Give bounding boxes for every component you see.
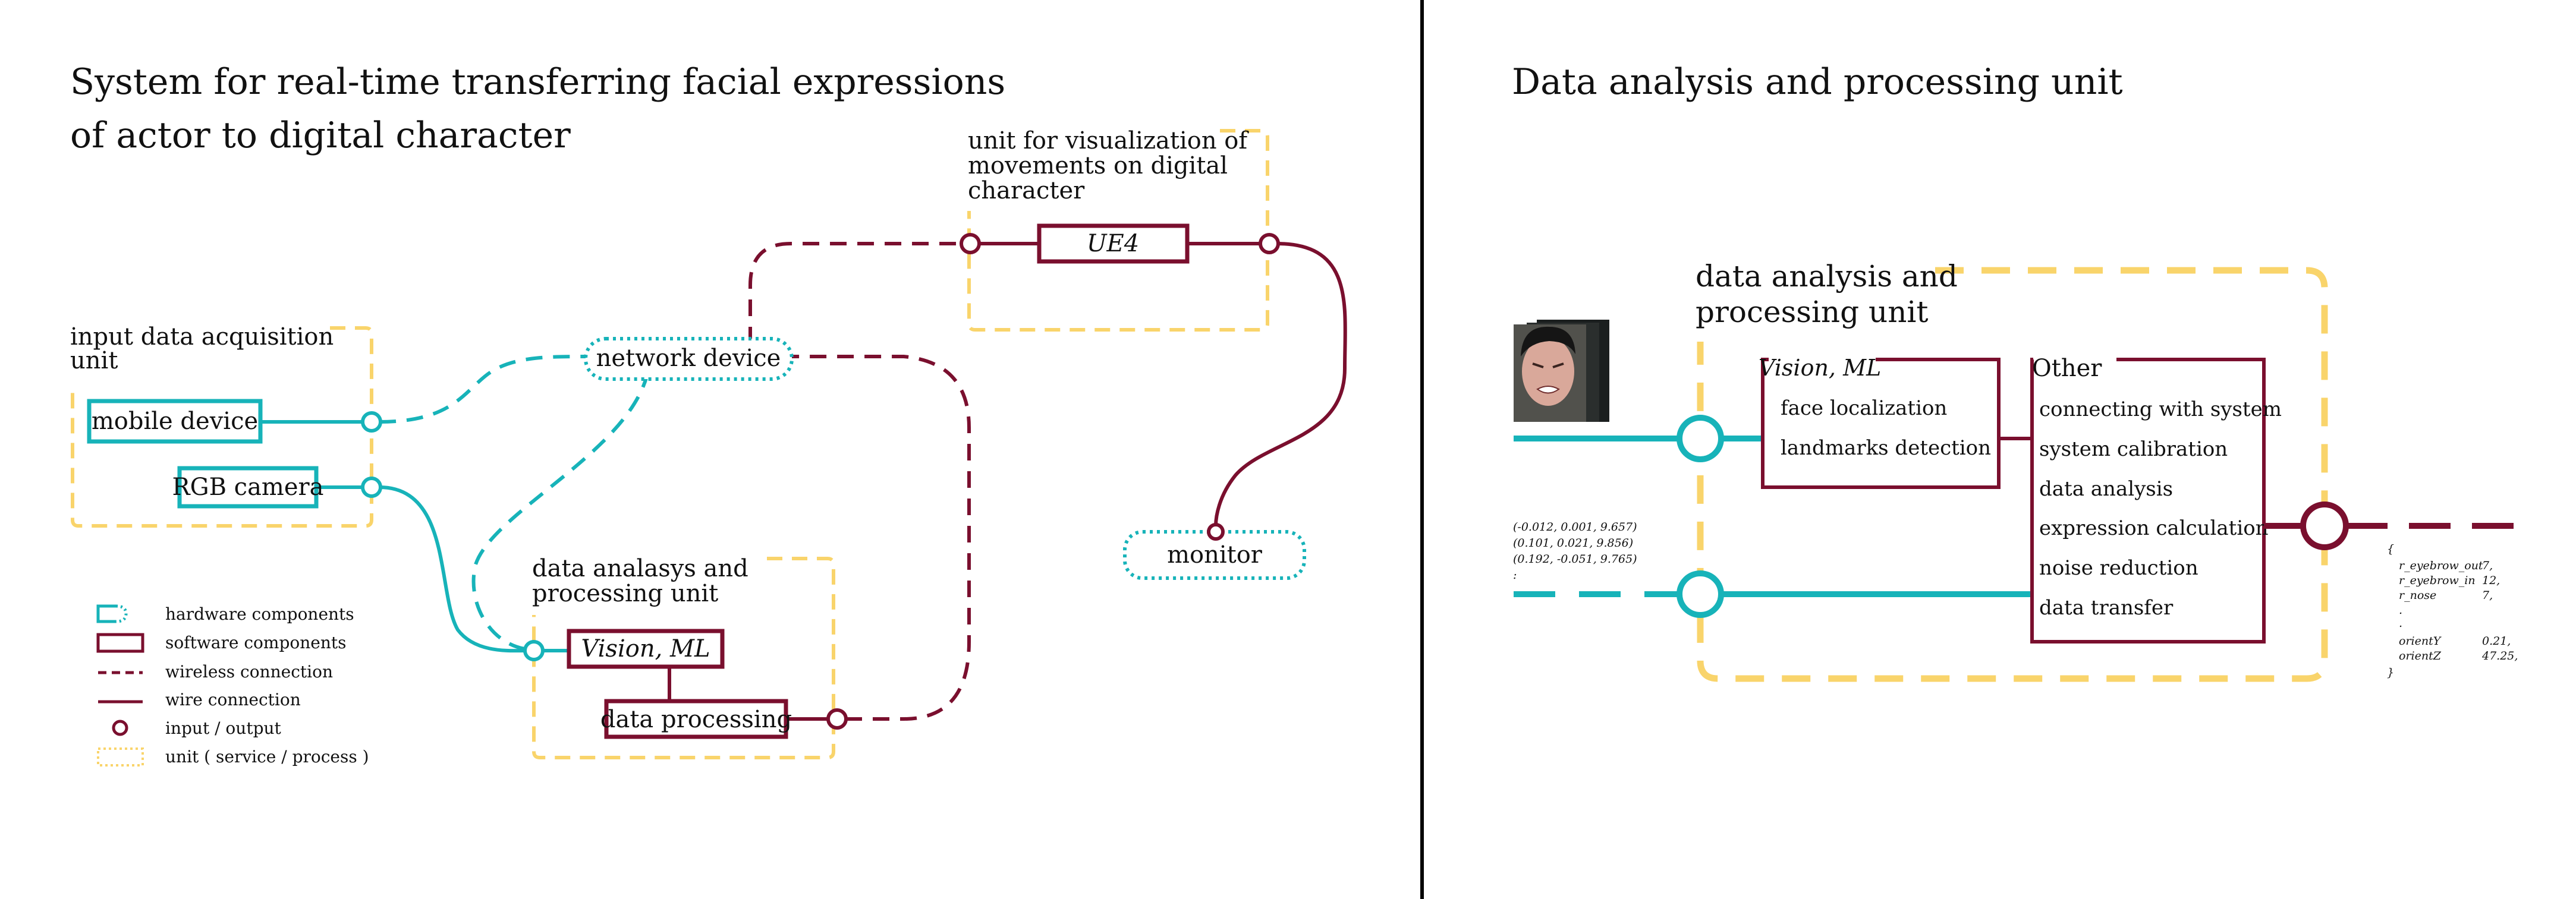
io-port-ue4-out bbox=[1259, 233, 1280, 254]
output-key: orientY bbox=[2399, 635, 2442, 648]
other-box bbox=[2030, 358, 2266, 644]
face-image bbox=[1514, 320, 1609, 422]
mobile-device-label: mobile device bbox=[92, 408, 258, 435]
dap-unit-boundary-right bbox=[1697, 267, 2328, 682]
output-key: r_nose bbox=[2399, 589, 2436, 602]
legend: hardware components software components … bbox=[96, 604, 369, 766]
output-value: 47.25, bbox=[2481, 649, 2518, 663]
monitor-label: monitor bbox=[1167, 541, 1263, 569]
vision-ml-box-right bbox=[1761, 358, 2001, 489]
rgb-camera-label: RGB camera bbox=[172, 474, 324, 501]
legend-unit-symbol bbox=[97, 747, 144, 766]
vis-unit-label-line2: movements on digital bbox=[968, 152, 1228, 179]
legend-software-symbol bbox=[96, 633, 144, 653]
input-data-row: (0.101, 0.021, 9.856) bbox=[1513, 537, 1633, 550]
legend-software-label: software components bbox=[165, 633, 347, 652]
dap-unit-right-label-line2: processing unit bbox=[1696, 295, 1929, 329]
io-port-sensor-input bbox=[1677, 570, 1724, 618]
legend-hardware-symbol-dotted bbox=[115, 604, 128, 623]
vis-unit-boundary bbox=[967, 129, 1269, 332]
input-data-row: (-0.012, 0.001, 9.657) bbox=[1513, 521, 1637, 534]
mobile-device-box bbox=[87, 399, 263, 444]
output-data-readout: { r_eyebrow_out 7, r_eyebrow_in 12, r_no… bbox=[2387, 542, 2518, 679]
other-item-data-transfer: data transfer bbox=[2039, 596, 2174, 620]
io-port-mobile bbox=[361, 411, 382, 433]
wire-camera-to-vision bbox=[379, 485, 525, 653]
input-data-row: (0.192, -0.051, 9.765) bbox=[1513, 553, 1637, 566]
legend-hardware-label: hardware components bbox=[165, 604, 354, 624]
rgb-camera-box bbox=[177, 466, 319, 509]
vis-unit-label-line3: character bbox=[968, 177, 1085, 204]
vision-ml-label-left: Vision, ML bbox=[581, 635, 710, 663]
io-port-ue4-in bbox=[960, 233, 981, 254]
output-value: 0.21, bbox=[2482, 635, 2511, 648]
output-value: 7, bbox=[2482, 559, 2493, 572]
dap-unit-label-line2: processing unit bbox=[532, 580, 718, 607]
other-item-connecting: connecting with system bbox=[2039, 398, 2282, 421]
wireless-network-to-vision bbox=[471, 371, 650, 651]
input-unit-label-line2: unit bbox=[70, 347, 118, 374]
input-data-row: : bbox=[1513, 569, 1517, 582]
output-key: r_eyebrow_in bbox=[2399, 574, 2476, 587]
dap-unit-boundary-left bbox=[532, 557, 835, 759]
output-close-brace: } bbox=[2387, 666, 2394, 679]
wireless-network-to-ue4 bbox=[748, 242, 963, 343]
ue4-box bbox=[1037, 223, 1190, 264]
io-port-camera bbox=[361, 477, 382, 498]
dap-unit-label-line1: data analasys and bbox=[532, 555, 748, 582]
output-open-brace: { bbox=[2387, 542, 2394, 556]
input-unit-label-line1: input data acquisition bbox=[70, 323, 334, 351]
vision-ml-right-title: Vision, ML bbox=[1759, 355, 1881, 381]
ue4-label: UE4 bbox=[1087, 230, 1139, 257]
network-device-box bbox=[584, 337, 794, 381]
io-port-image-input bbox=[1677, 415, 1724, 462]
other-item-expression-calculation: expression calculation bbox=[2039, 516, 2269, 540]
dap-unit-right-label-line1: data analysis and bbox=[1696, 259, 1958, 294]
legend-io-label: input / output bbox=[165, 718, 282, 738]
other-title: Other bbox=[2032, 355, 2102, 382]
io-port-processing-out bbox=[826, 708, 848, 730]
vis-unit-label-line1: unit for visualization of bbox=[968, 127, 1249, 154]
other-item-noise-reduction: noise reduction bbox=[2039, 556, 2198, 580]
output-value: 7, bbox=[2482, 589, 2493, 602]
right-title: Data analysis and processing unit bbox=[1512, 61, 2123, 103]
input-unit-boundary bbox=[71, 326, 373, 528]
wireless-mobile-to-network bbox=[379, 355, 586, 424]
legend-unit-label: unit ( service / process ) bbox=[165, 747, 369, 766]
left-title-line1: System for real-time transferring facial… bbox=[70, 61, 1005, 103]
output-key: . bbox=[2399, 617, 2402, 630]
output-key: . bbox=[2399, 604, 2402, 617]
input-data-readout: (-0.012, 0.001, 9.657) (0.101, 0.021, 9.… bbox=[1513, 521, 1637, 582]
network-device-label: network device bbox=[596, 345, 781, 372]
legend-hardware-symbol bbox=[96, 604, 116, 623]
io-port-vision-in bbox=[523, 640, 545, 661]
data-processing-box bbox=[604, 699, 788, 739]
output-value: 12, bbox=[2482, 574, 2500, 587]
legend-wire-label: wire connection bbox=[165, 690, 301, 709]
wireless-processing-to-network bbox=[792, 355, 971, 721]
left-title-line2: of actor to digital character bbox=[70, 115, 571, 156]
output-key: r_eyebrow_out bbox=[2399, 559, 2483, 572]
legend-wireless-label: wireless connection bbox=[165, 662, 333, 682]
vision-item-landmarks-detection: landmarks detection bbox=[1781, 436, 1991, 460]
other-item-calibration: system calibration bbox=[2039, 437, 2228, 461]
vision-ml-box-left bbox=[567, 629, 725, 669]
legend-io-symbol bbox=[112, 720, 128, 736]
data-processing-label: data processing bbox=[600, 706, 792, 733]
io-port-monitor bbox=[1207, 523, 1225, 541]
vision-item-face-localization: face localization bbox=[1781, 396, 1947, 420]
other-item-data-analysis: data analysis bbox=[2039, 477, 2173, 501]
io-port-output bbox=[2300, 501, 2349, 550]
output-key: orientZ bbox=[2399, 649, 2442, 663]
wire-ue4-to-monitor bbox=[1214, 242, 1347, 526]
